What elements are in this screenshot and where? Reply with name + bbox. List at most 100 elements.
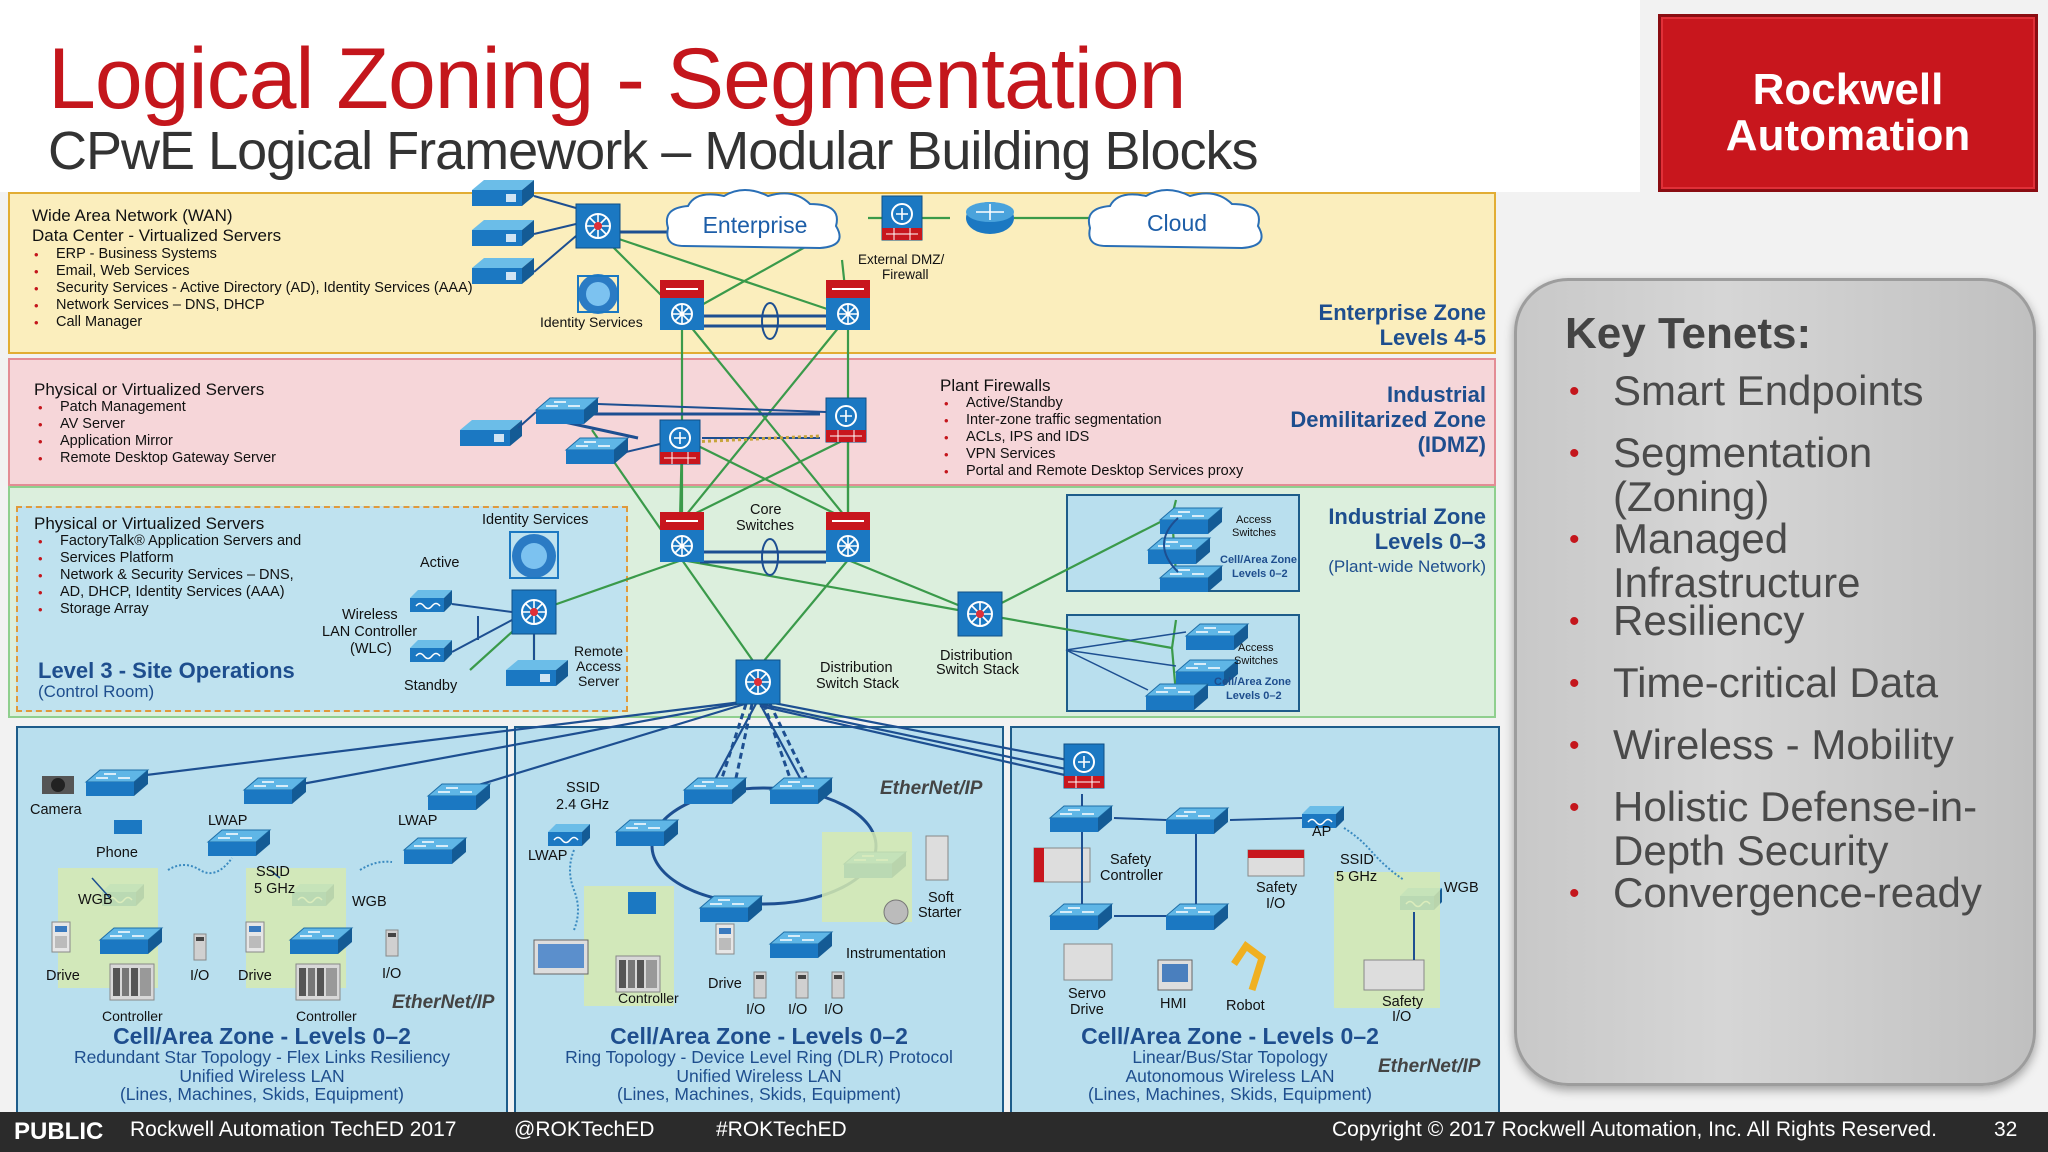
dmz-label-2: Firewall (882, 267, 929, 282)
list-item: AD, DHCP, Identity Services (AAA) (34, 584, 301, 601)
industrial-servers-heading: Physical or Virtualized Servers (34, 514, 265, 533)
bullet-icon: • (1569, 729, 1580, 762)
safety-controller-label-1: Safety (1110, 852, 1152, 868)
list-item: Network Services – DNS, DHCP (30, 297, 473, 314)
idmz-zone-title: Industrial (1386, 382, 1486, 407)
io-label-1: I/O (190, 968, 210, 984)
datacenter-heading: Data Center - Virtualized Servers (32, 226, 282, 245)
ssid-label-c2-2: 2.4 GHz (556, 797, 610, 813)
tenet-item: Resiliency (1613, 597, 1805, 644)
tenet-item-cont: Infrastructure (1613, 559, 1861, 606)
drive-label-c2: Drive (708, 976, 742, 992)
ssid-label-c2-1: SSID (566, 780, 600, 796)
page-number: 32 (1994, 1118, 2018, 1141)
list-item: VPN Services (940, 446, 1243, 463)
access-label-1a: Access (1236, 514, 1272, 526)
controller-label-c2: Controller (618, 990, 679, 1006)
io-label-2: I/O (382, 966, 402, 982)
idmz-servers-heading: Physical or Virtualized Servers (34, 380, 265, 399)
cell-1-topology: Redundant Star Topology - Flex Links Res… (73, 1047, 451, 1067)
soft-starter-label-2: Starter (918, 905, 962, 921)
lwap-label-1: LWAP (208, 813, 248, 829)
tenet-item: Managed (1613, 515, 1789, 562)
camera-label: Camera (30, 802, 82, 818)
tenet-item: Smart Endpoints (1613, 367, 1924, 414)
bullet-icon: • (1569, 605, 1580, 638)
list-item: Patch Management (34, 399, 276, 416)
enterprise-zone-title: Enterprise Zone (1318, 300, 1486, 325)
cell-3-title: Cell/Area Zone - Levels 0–2 (1081, 1023, 1379, 1049)
list-item: Active/Standby (940, 395, 1243, 412)
wgb-label-1: WGB (78, 892, 113, 908)
core-switches-label-2: Switches (736, 518, 795, 534)
list-item: AV Server (34, 416, 276, 433)
dist-stack-label-2b: Switch Stack (936, 662, 1019, 678)
wan-heading: Wide Area Network (WAN) (32, 206, 233, 225)
list-item: Security Services - Active Directory (AD… (30, 280, 473, 297)
cell-2-wireless: Unified Wireless LAN (676, 1065, 842, 1086)
enterprise-services-list: ERP - Business Systems Email, Web Servic… (30, 246, 473, 331)
plant-firewalls-heading: Plant Firewalls (940, 376, 1051, 395)
list-item: Portal and Remote Desktop Services proxy (940, 463, 1243, 480)
controller-label-1: Controller (102, 1008, 163, 1024)
bullet-icon: • (1569, 877, 1580, 910)
tenet-item-cont: Depth Security (1613, 827, 1889, 874)
bullet-icon: • (1569, 523, 1580, 556)
identity-services-l3-label: Identity Services (482, 512, 589, 528)
list-item: ACLs, IPS and IDS (940, 429, 1243, 446)
list-item: Email, Web Services (30, 263, 473, 280)
list-item: Network & Security Services – DNS, (34, 567, 301, 584)
enterprise-cloud-label: Enterprise (702, 212, 808, 238)
bullet-icon: • (1569, 791, 1580, 824)
tenet-item-cont: (Zoning) (1613, 473, 1770, 520)
cell-1-scope: (Lines, Machines, Skids, Equipment) (119, 1084, 405, 1104)
key-tenets-heading: Key Tenets: (1565, 309, 1812, 358)
core-switches-label-1: Core (750, 502, 782, 518)
cell-1-wireless: Unified Wireless LAN (179, 1065, 345, 1086)
controller-label-2: Controller (296, 1008, 357, 1024)
wlc-label-1: Wireless (342, 607, 398, 623)
ssid-label-1: SSID (256, 864, 290, 880)
drive-label-2: Drive (238, 968, 272, 984)
ethernetip-logo-1: EtherNet/IP (392, 992, 495, 1013)
slide-subtitle: CPwE Logical Framework – Modular Buildin… (48, 121, 1259, 181)
cell-3-wireless: Autonomous Wireless LAN (1125, 1065, 1335, 1086)
list-item: ERP - Business Systems (30, 246, 473, 263)
cellzone-label-2b: Levels 0–2 (1226, 690, 1282, 702)
industrial-services-list: FactoryTalk® Application Servers and Ser… (34, 533, 301, 618)
remote-access-label-3: Server (578, 673, 620, 689)
remote-access-label-1: Remote (574, 643, 624, 659)
robot-label: Robot (1226, 998, 1265, 1014)
list-item: FactoryTalk® Application Servers and (34, 533, 301, 550)
enterprise-zone-label: Enterprise Zone Levels 4-5 (1319, 300, 1486, 350)
servo-drive-label-1: Servo (1068, 986, 1106, 1002)
cell-2-caption: Cell/Area Zone - Levels 0–2 Ring Topolog… (514, 1024, 1004, 1104)
hashtag: #ROKTechED (716, 1118, 847, 1141)
key-tenets-panel: Key Tenets: • Smart Endpoints • Segmenta… (1514, 278, 2036, 1086)
cell-2-topology: Ring Topology - Device Level Ring (DLR) … (565, 1047, 953, 1067)
cell-1-caption: Cell/Area Zone - Levels 0–2 Redundant St… (16, 1024, 508, 1104)
list-item: Application Mirror (34, 433, 276, 450)
logo-line-2: Automation (1725, 111, 1971, 160)
ssid-label-c3-2: 5 GHz (1336, 869, 1378, 885)
idmz-zone-label: Industrial Demilitarized Zone (IDMZ) (1290, 382, 1486, 457)
ethernetip-logo-3: EtherNet/IP (1378, 1056, 1481, 1077)
event-name: Rockwell Automation TechED 2017 (130, 1118, 457, 1141)
twitter-handle: @ROKTechED (514, 1118, 655, 1141)
identity-services-label: Identity Services (540, 314, 643, 330)
tenet-item: Time-critical Data (1613, 659, 1939, 706)
level3-subtitle: (Control Room) (38, 682, 155, 701)
public-label: PUBLIC (14, 1118, 104, 1145)
dist-stack-label-1b: Switch Stack (816, 676, 899, 692)
cell-2-scope: (Lines, Machines, Skids, Equipment) (616, 1084, 902, 1104)
industrial-zone-subtitle: (Plant-wide Network) (1328, 557, 1486, 576)
network-diagram (42, 180, 1443, 1008)
phone-label: Phone (96, 845, 138, 861)
io-label-c2-3: I/O (824, 1002, 844, 1018)
tenet-item: Holistic Defense-in- (1613, 783, 1978, 830)
hmi-label: HMI (1160, 996, 1187, 1012)
cellzone-label-1b: Levels 0–2 (1232, 568, 1288, 580)
copyright: Copyright © 2017 Rockwell Automation, In… (1332, 1118, 1937, 1141)
industrial-zone-label: Industrial Zone Levels 0–3 (Plant-wide N… (1328, 504, 1486, 579)
